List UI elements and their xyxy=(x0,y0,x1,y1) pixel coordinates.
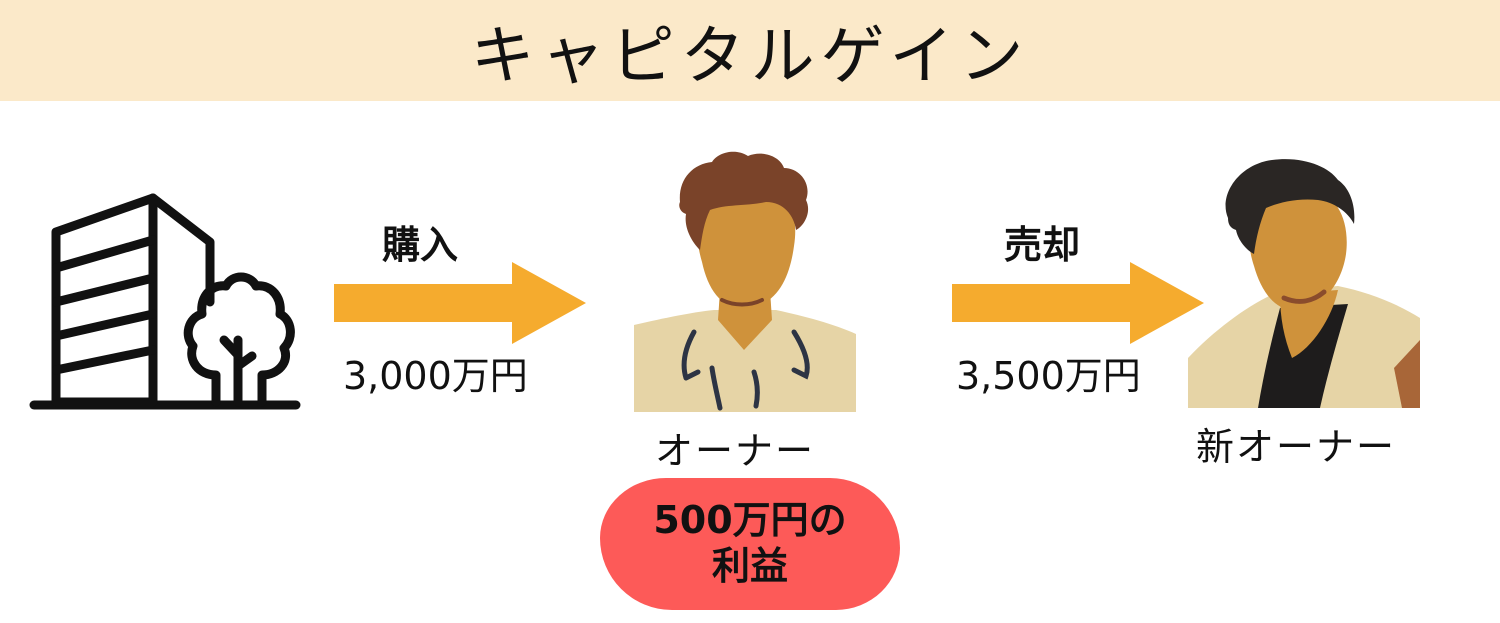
owner-label: オーナー xyxy=(655,429,816,473)
new-owner-avatar xyxy=(1188,159,1420,408)
title-banner: キャピタルゲイン xyxy=(0,0,1500,101)
profit-text: 500万円の 利益 xyxy=(653,498,846,589)
profit-line-2: 利益 xyxy=(711,544,788,588)
purchase-label: 購入 xyxy=(382,223,459,267)
sale-label: 売却 xyxy=(1004,223,1081,267)
sale-price: 3,500万円 xyxy=(956,354,1141,398)
page-title: キャピタルゲイン xyxy=(470,19,1030,94)
building-icon xyxy=(29,193,301,410)
owner-avatar xyxy=(634,151,856,412)
new-owner-label: 新オーナー xyxy=(1196,425,1397,469)
tree-icon xyxy=(183,272,295,407)
arrow-right-icon xyxy=(334,262,586,344)
profit-line-1: 500万円の xyxy=(653,498,847,543)
profit-badge: 500万円の 利益 xyxy=(600,478,900,610)
purchase-price: 3,000万円 xyxy=(343,354,528,398)
arrow-right-icon xyxy=(952,262,1204,344)
